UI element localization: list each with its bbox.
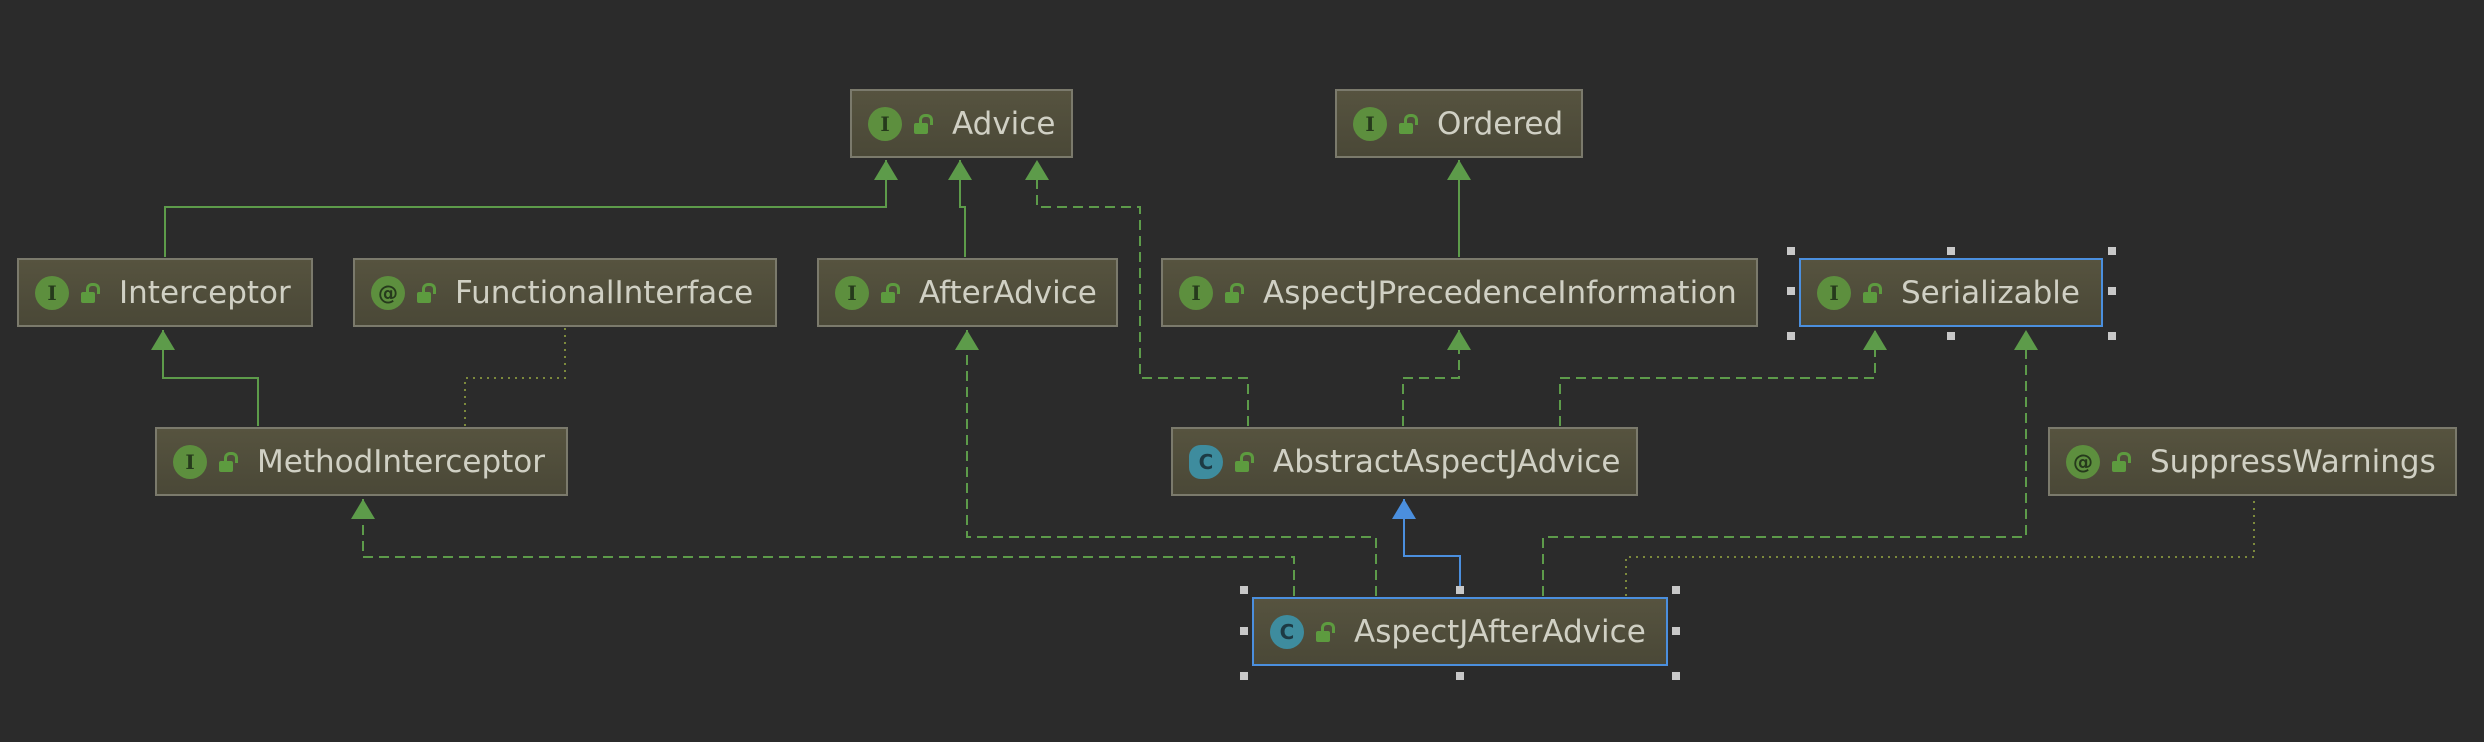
lock-icon bbox=[219, 451, 238, 472]
lock-icon bbox=[1316, 621, 1335, 642]
arrowhead bbox=[955, 330, 979, 350]
lock-icon bbox=[417, 282, 436, 303]
arrowhead bbox=[2014, 330, 2038, 350]
interface-icon: I bbox=[835, 275, 869, 310]
resize-handle[interactable] bbox=[1240, 627, 1248, 635]
interface-icon: I bbox=[35, 275, 69, 310]
arrowhead bbox=[1447, 330, 1471, 350]
edge-aspectjafter-serializable bbox=[1542, 330, 2027, 596]
arrowhead bbox=[948, 160, 972, 180]
edge-methodinterceptor-interceptor bbox=[162, 330, 259, 426]
lock-icon bbox=[1225, 282, 1244, 303]
resize-handle[interactable] bbox=[1672, 627, 1680, 635]
node-suppress-warnings[interactable]: @ SuppressWarnings bbox=[2048, 427, 2457, 496]
node-interceptor[interactable]: I Interceptor bbox=[17, 258, 313, 327]
interface-icon: I bbox=[868, 106, 902, 141]
arrowhead bbox=[1447, 160, 1471, 180]
resize-handle[interactable] bbox=[1947, 247, 1955, 255]
node-method-interceptor[interactable]: I MethodInterceptor bbox=[155, 427, 568, 496]
edge-abstract-precedence bbox=[1402, 330, 1460, 426]
resize-handle[interactable] bbox=[1672, 586, 1680, 594]
resize-handle[interactable] bbox=[1240, 672, 1248, 680]
lock-icon bbox=[2112, 451, 2131, 472]
resize-handle[interactable] bbox=[1456, 672, 1464, 680]
arrowhead bbox=[874, 160, 898, 180]
class-icon: C bbox=[1270, 614, 1304, 649]
node-ordered[interactable]: I Ordered bbox=[1335, 89, 1583, 158]
arrowhead bbox=[1863, 330, 1887, 350]
resize-handle[interactable] bbox=[1787, 287, 1795, 295]
resize-handle[interactable] bbox=[2108, 332, 2116, 340]
resize-handle[interactable] bbox=[1240, 586, 1248, 594]
resize-handle[interactable] bbox=[2108, 247, 2116, 255]
arrowhead bbox=[351, 499, 375, 519]
edge-afteradvice-abstract bbox=[1403, 499, 1461, 594]
edge-afteradvice-advice bbox=[959, 160, 966, 257]
resize-handle[interactable] bbox=[1672, 672, 1680, 680]
lock-icon bbox=[81, 282, 100, 303]
arrowhead bbox=[1025, 160, 1049, 180]
arrowhead bbox=[1392, 499, 1416, 519]
node-label: FunctionalInterface bbox=[455, 274, 754, 311]
node-advice[interactable]: I Advice bbox=[850, 89, 1073, 158]
node-serializable[interactable]: I Serializable bbox=[1799, 258, 2103, 327]
edge-abstract-serializable bbox=[1559, 330, 1876, 426]
node-after-advice[interactable]: I AfterAdvice bbox=[817, 258, 1118, 327]
node-label: AfterAdvice bbox=[919, 274, 1097, 311]
node-abstract-aspectj-advice[interactable]: C AbstractAspectJAdvice bbox=[1171, 427, 1638, 496]
node-label: Ordered bbox=[1437, 105, 1564, 142]
lock-icon bbox=[1863, 282, 1882, 303]
lock-icon bbox=[1235, 451, 1254, 472]
resize-handle[interactable] bbox=[1456, 586, 1464, 594]
abstract-class-icon: C bbox=[1189, 444, 1223, 479]
lock-icon bbox=[1399, 113, 1418, 134]
node-label: Serializable bbox=[1901, 274, 2080, 311]
node-label: MethodInterceptor bbox=[257, 443, 546, 480]
node-label: Interceptor bbox=[119, 274, 291, 311]
node-label: AspectJAfterAdvice bbox=[1354, 613, 1646, 650]
node-label: SuppressWarnings bbox=[2150, 443, 2436, 480]
resize-handle[interactable] bbox=[2108, 287, 2116, 295]
edge-abstractaspectjadvice-advice bbox=[1036, 160, 1249, 426]
lock-icon bbox=[914, 113, 933, 134]
node-label: AbstractAspectJAdvice bbox=[1273, 443, 1621, 480]
annotation-icon: @ bbox=[2066, 444, 2100, 479]
resize-handle[interactable] bbox=[1947, 332, 1955, 340]
interface-icon: I bbox=[1353, 106, 1387, 141]
lock-icon bbox=[881, 282, 900, 303]
resize-handle[interactable] bbox=[1787, 332, 1795, 340]
edge-aspectjafter-methodinterceptor bbox=[362, 499, 1295, 596]
arrowhead bbox=[151, 330, 175, 350]
edge-methodinterceptor-functionalinterface bbox=[464, 328, 566, 426]
node-label: Advice bbox=[952, 105, 1056, 142]
interface-icon: I bbox=[173, 444, 207, 479]
edge-aspectjafter-afteradvice bbox=[966, 330, 1377, 596]
annotation-icon: @ bbox=[371, 275, 405, 310]
edge-interceptor-advice bbox=[164, 160, 887, 257]
node-aspectj-after-advice[interactable]: C AspectJAfterAdvice bbox=[1252, 597, 1668, 666]
edge-aspectjafter-suppresswarnings bbox=[1625, 499, 2255, 596]
node-label: AspectJPrecedenceInformation bbox=[1263, 274, 1737, 311]
node-functional-interface[interactable]: @ FunctionalInterface bbox=[353, 258, 777, 327]
interface-icon: I bbox=[1817, 275, 1851, 310]
interface-icon: I bbox=[1179, 275, 1213, 310]
node-aspectj-precedence-information[interactable]: I AspectJPrecedenceInformation bbox=[1161, 258, 1758, 327]
resize-handle[interactable] bbox=[1787, 247, 1795, 255]
